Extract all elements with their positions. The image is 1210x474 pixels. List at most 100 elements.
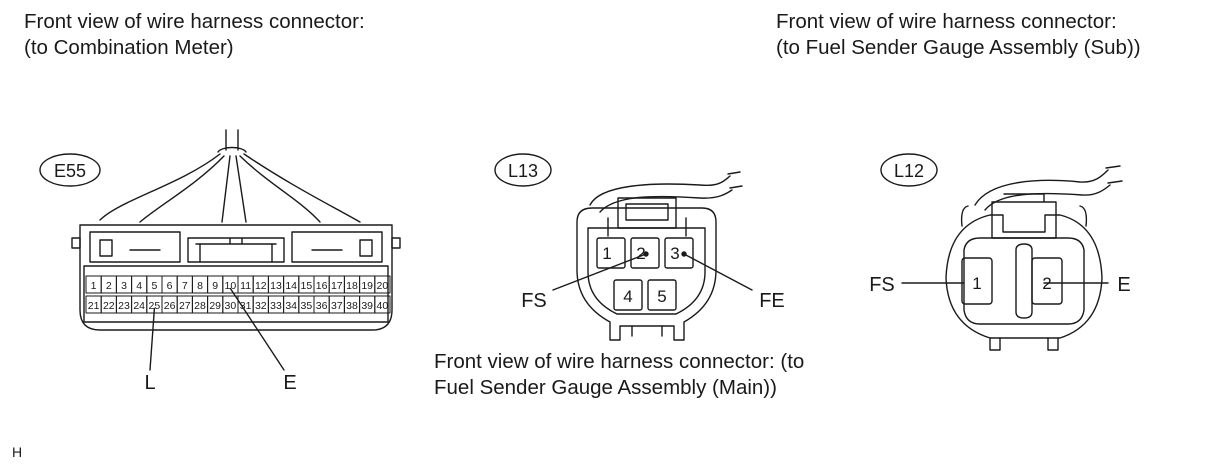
l13-housing (576, 207, 717, 341)
e55-pin-cell (374, 275, 391, 294)
e55-pin-number: 4 (136, 280, 142, 292)
e55-pin-number: 20 (377, 280, 389, 292)
caption-l12-line2: (to Fuel Sender Gauge Assembly (Sub)) (776, 36, 1141, 59)
e55-pin-number: 7 (182, 280, 188, 292)
l13-pin-number: 4 (623, 287, 632, 306)
l12-id-bubble (880, 153, 938, 187)
l12-center-key (1015, 243, 1033, 319)
caption-e55-line1: Front view of wire harness connector: (24, 10, 365, 33)
e55-pin-number: 31 (240, 300, 252, 312)
l13-legs (631, 325, 663, 337)
l13-pin-cell (647, 279, 677, 311)
e55-pin-number: 3 (121, 280, 127, 292)
e55-callout-label: E (283, 372, 296, 394)
l13-callout-line (683, 253, 753, 291)
l13-id-bubble (494, 153, 552, 187)
l13-pin-number: 3 (670, 244, 679, 263)
l13-pin-cell (613, 279, 643, 311)
e55-pin-number: 21 (88, 300, 100, 312)
e55-pin-number: 24 (133, 300, 145, 312)
e55-pin-number: 2 (106, 280, 112, 292)
l13-pin-cell (664, 237, 694, 269)
caption-l13: Front view of wire harness connector: (t… (434, 349, 804, 401)
e55-pin-number: 34 (285, 300, 297, 312)
l13-callout-label: FS (521, 290, 547, 312)
caption-l12-line1: Front view of wire harness connector: (776, 10, 1117, 33)
e55-pin-number: 8 (197, 280, 203, 292)
caption-l12: Front view of wire harness connector: (t… (776, 9, 1141, 61)
l12-inner-body (963, 237, 1085, 325)
e55-pin-number: 16 (316, 280, 328, 292)
l12-callout-label: E (1117, 274, 1130, 296)
e55-pin-number: 1 (91, 280, 97, 292)
e55-pin-number: 35 (301, 300, 313, 312)
e55-housing (79, 224, 393, 331)
e55-pin-number: 38 (346, 300, 358, 312)
l12-housing (945, 214, 1103, 339)
caption-e55: Front view of wire harness connector: (t… (24, 9, 365, 61)
e55-callout-label: L (144, 372, 155, 394)
l12-callout-label: FS (869, 274, 895, 296)
e55-pin-number: 5 (151, 280, 157, 292)
l13-callout-label: FE (759, 290, 785, 312)
e55-pin-number: 17 (331, 280, 343, 292)
e55-pin-number: 32 (255, 300, 267, 312)
l13-callouts: FS FE (521, 251, 785, 312)
l13-callout-dot (681, 251, 687, 257)
l12-callouts: FS E (869, 274, 1130, 296)
e55-pin-number: 19 (361, 280, 373, 292)
e55-pin-number: 12 (255, 280, 267, 292)
e55-pin-number: 18 (346, 280, 358, 292)
l12-id-label: L12 (894, 161, 924, 181)
e55-pin-number: 11 (240, 280, 251, 292)
l12-legs (989, 337, 1059, 351)
e55-pin-number: 28 (194, 300, 206, 312)
e55-pin-number: 13 (270, 280, 282, 292)
e55-latch (99, 239, 373, 257)
l12-pin-cell (961, 257, 993, 305)
e55-pin-number: 27 (179, 300, 191, 312)
e55-pin-number: 25 (149, 300, 161, 312)
e55-pin-number: 30 (225, 300, 237, 312)
e55-pin-number: 22 (103, 300, 115, 312)
e55-pin-number: 33 (270, 300, 282, 312)
e55-pin-number: 26 (164, 300, 176, 312)
e55-pin-number: 36 (316, 300, 328, 312)
e55-pin-number: 10 (225, 280, 237, 292)
e55-inner-body (71, 231, 401, 323)
e55-pin-number: 37 (331, 300, 343, 312)
l13-pin-cell (630, 237, 660, 269)
l13-pin-number: 5 (657, 287, 666, 306)
e55-pin-number: 40 (377, 300, 389, 312)
l13-wire-bundle (589, 171, 743, 213)
e55-pin-number: 29 (209, 300, 221, 312)
e55-pin-number: 6 (167, 280, 173, 292)
caption-l13-line2: Fuel Sender Gauge Assembly (Main)) (434, 376, 777, 399)
caption-e55-line2: (to Combination Meter) (24, 36, 234, 59)
l13-pin-number: 2 (636, 244, 645, 263)
l13-pin-number: 1 (602, 244, 611, 263)
e55-pin-number: 23 (118, 300, 130, 312)
e55-id-bubble (39, 153, 101, 187)
e55-pin-number: 9 (212, 280, 218, 292)
e55-wire-bundle (99, 129, 361, 223)
e55-pin-number: 14 (285, 280, 297, 292)
l12-pin-cell (1031, 257, 1063, 305)
l12-wire-bundle (974, 165, 1123, 211)
e55-callout-line (229, 287, 285, 371)
l12-pin-number: 1 (972, 274, 981, 293)
l13-inner-body (587, 227, 706, 315)
l13-pin-grid: 1 2 3 4 5 (596, 237, 694, 311)
e55-callout-line (149, 307, 156, 371)
e55-pin-cell (374, 295, 391, 314)
e55-pin-number: 15 (301, 280, 313, 292)
l13-callout-line (552, 253, 647, 291)
e55-pin-number: 39 (361, 300, 373, 312)
